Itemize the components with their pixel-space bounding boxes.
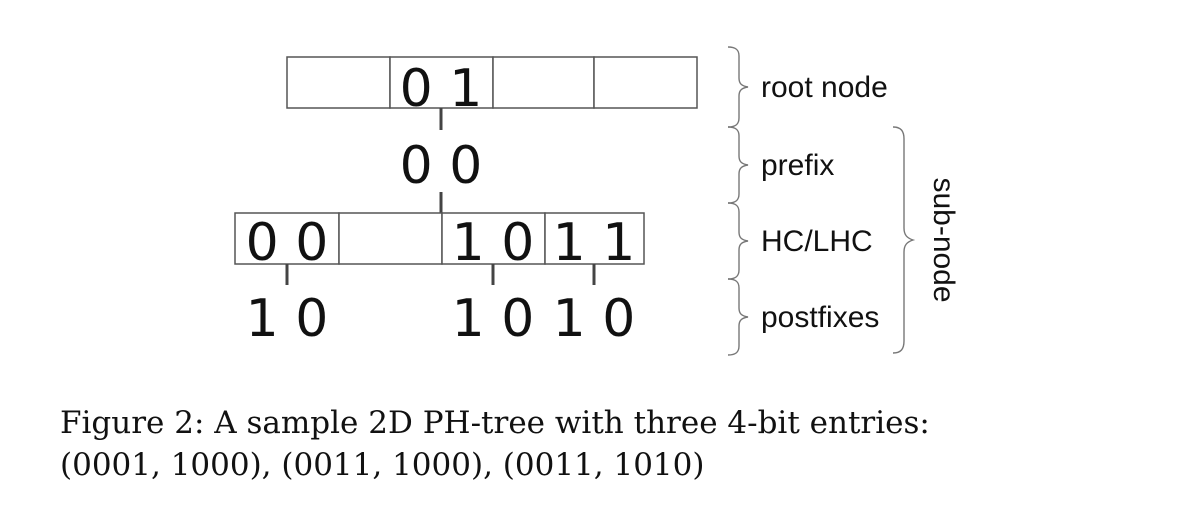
label-prefix: prefix bbox=[761, 149, 834, 182]
label-sub-node: sub-node bbox=[927, 177, 960, 302]
prefix-bits: 0 0 bbox=[400, 136, 483, 196]
hc-cell-0-bits: 0 0 bbox=[246, 213, 329, 273]
brace-sub-node bbox=[892, 126, 916, 354]
label-root-node: root node bbox=[761, 71, 888, 104]
root-cell-2 bbox=[492, 56, 595, 109]
hc-cell-2 bbox=[441, 212, 546, 265]
brace-hc bbox=[727, 202, 749, 280]
hc-cell-2-bits: 1 0 bbox=[452, 213, 535, 273]
root-cell-3 bbox=[593, 56, 698, 109]
label-postfixes: postfixes bbox=[761, 301, 879, 334]
hc-cell-3-bits: 1 1 bbox=[553, 213, 636, 273]
label-hc: HC/LHC bbox=[761, 225, 873, 258]
root-cell-0 bbox=[286, 56, 391, 109]
brace-postfixes bbox=[727, 278, 749, 356]
brace-prefix bbox=[727, 126, 749, 204]
root-cell-1 bbox=[389, 56, 494, 109]
caption-line-1: Figure 2: A sample 2D PH-tree with three… bbox=[60, 405, 930, 441]
postfix-0-bits: 1 0 bbox=[246, 289, 329, 349]
figure-caption: Figure 2: A sample 2D PH-tree with three… bbox=[60, 402, 1150, 486]
postfix-1-bits: 1 0 bbox=[452, 289, 535, 349]
root-node: 0 1 bbox=[286, 56, 698, 119]
caption-line-2: (0001, 1000), (0011, 1000), (0011, 1010) bbox=[60, 447, 705, 483]
hc-node: 0 0 1 0 1 1 bbox=[234, 212, 645, 273]
postfix-2-bits: 1 0 bbox=[553, 289, 636, 349]
hc-cell-3 bbox=[544, 212, 645, 265]
hc-cell-1 bbox=[338, 212, 443, 265]
brace-root-node bbox=[727, 46, 749, 128]
